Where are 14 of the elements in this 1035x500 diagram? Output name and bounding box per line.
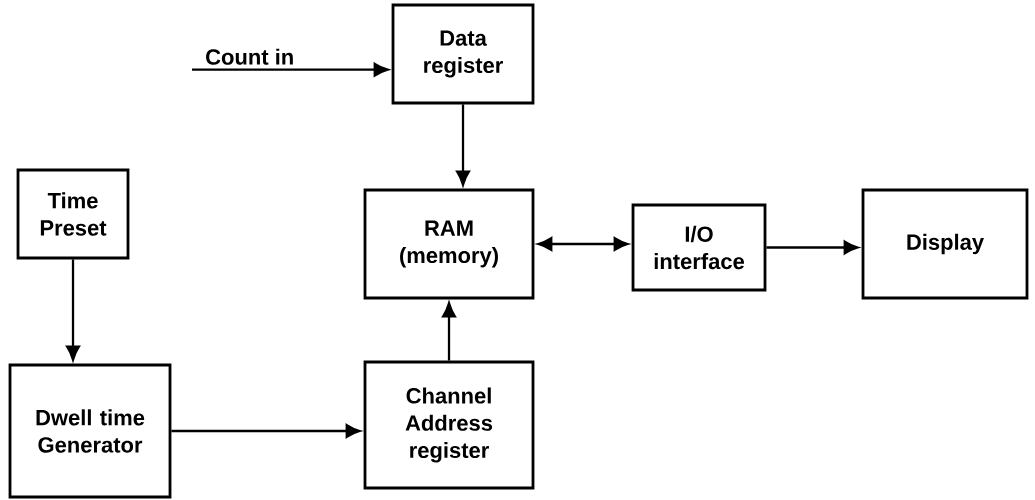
arrow	[171, 424, 361, 438]
block-box: Dwell time Generator	[8, 363, 172, 499]
arrow	[442, 302, 456, 361]
arrow	[537, 237, 629, 251]
arrow	[66, 259, 80, 361]
block-box: RAM (memory)	[363, 188, 535, 300]
block-box: Time Preset	[16, 168, 130, 260]
block-box: I/O interface	[631, 203, 767, 292]
arrow	[192, 62, 389, 77]
arrow	[456, 104, 470, 186]
block-box: Channel Address register	[363, 360, 535, 490]
edge-label: Count in	[206, 48, 293, 65]
block-box: Data register	[391, 3, 535, 105]
block-box: Display	[861, 188, 1029, 300]
